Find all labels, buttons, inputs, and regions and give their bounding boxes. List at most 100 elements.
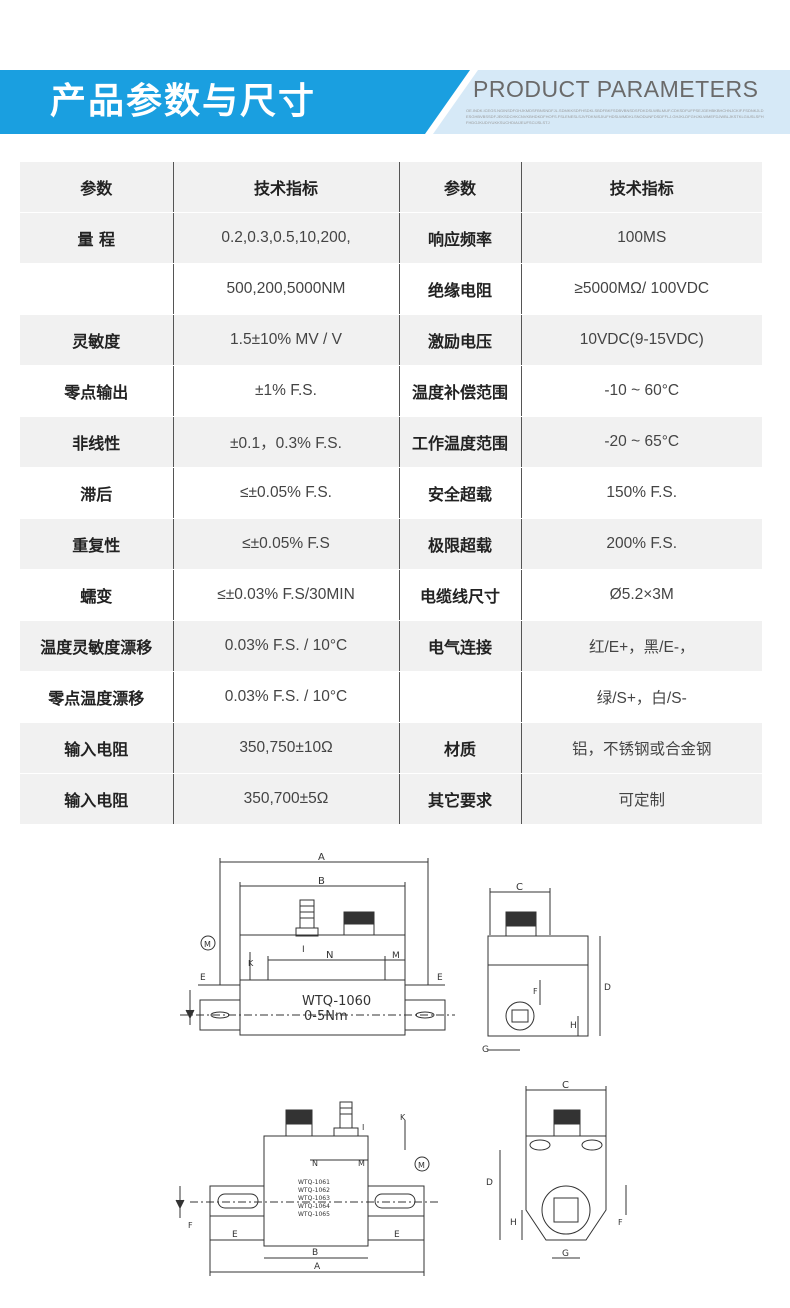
param-name	[20, 263, 173, 315]
side-dim-f: F	[533, 987, 538, 996]
param-name: 激励电压	[398, 314, 521, 366]
table-row: 灵敏度 1.5±10% MV / V 激励电压 10VDC(9-15VDC)	[20, 314, 762, 366]
dim2-label-i: I	[362, 1123, 364, 1132]
param-value: 0.03% F.S. / 10°C	[172, 671, 399, 723]
circle-m-label: M	[204, 940, 211, 949]
param-value: 350,750±10Ω	[172, 722, 399, 774]
model-name-2: WTQ-1062	[298, 1187, 330, 1194]
model-label-line2: 0-5Nm	[304, 1009, 348, 1024]
param-name: 绝缘电阻	[398, 263, 521, 315]
dim2-label-e-left: E	[232, 1230, 238, 1240]
dim-label-k: K	[248, 959, 254, 968]
dim-label-b: B	[318, 876, 325, 887]
dim2-label-m: M	[358, 1159, 365, 1168]
param-value: 可定制	[520, 773, 762, 825]
param-name: 蠕变	[20, 569, 173, 621]
dimension-drawings: A B	[0, 840, 790, 1304]
table-row: 输入电阻 350,750±10Ω 材质 铝，不锈钢或合金钢	[20, 722, 762, 774]
param-name: 灵敏度	[20, 314, 173, 366]
param-name: 材质	[398, 722, 521, 774]
param-value: 100MS	[520, 212, 762, 264]
param-value: ±1% F.S.	[172, 365, 399, 417]
dim-label-n: N	[326, 950, 333, 961]
param-value: 铝，不锈钢或合金钢	[520, 722, 762, 774]
param-value: ≤±0.05% F.S.	[172, 467, 399, 519]
param-name: 温度补偿范围	[398, 365, 521, 417]
param-value: 350,700±5Ω	[172, 773, 399, 825]
param-value: 0.03% F.S. / 10°C	[172, 620, 399, 672]
header-spec-1: 技术指标	[172, 162, 399, 213]
table-row: 重复性 ≤±0.05% F.S 极限超载 200% F.S.	[20, 518, 762, 570]
param-value: -10 ~ 60°C	[520, 365, 762, 417]
drawing-1-front-view: A B	[180, 852, 455, 1036]
dim2-label-k: K	[400, 1113, 406, 1122]
param-value: 绿/S+，白/S-	[520, 671, 762, 723]
side2-dim-c: C	[562, 1080, 569, 1091]
drawing-1-side-view: C D H F G	[482, 882, 611, 1055]
table-row: 量 程 0.2,0.3,0.5,10,200, 响应频率 100MS	[20, 212, 762, 264]
table-row: 滞后 ≤±0.05% F.S. 安全超载 150% F.S.	[20, 467, 762, 519]
param-name: 输入电阻	[20, 722, 173, 774]
param-value: 红/E+，黑/E-，	[520, 620, 762, 672]
side2-dim-h: H	[510, 1218, 517, 1228]
section-title-en: PRODUCT PARAMETERS	[473, 76, 759, 102]
dim-label-e-right: E	[437, 973, 443, 983]
circle2-m-label: M	[418, 1161, 425, 1170]
param-name: 其它要求	[398, 773, 521, 825]
param-value: 0.2,0.3,0.5,10,200,	[172, 212, 399, 264]
param-name: 极限超载	[398, 518, 521, 570]
header-spec-2: 技术指标	[520, 162, 762, 213]
model-name-5: WTQ-1065	[298, 1211, 330, 1218]
section-subtitle-fine-print: OE.INDK.ICEGS.NGINSDFGHJKMDSFBNSNDFJL.SD…	[466, 108, 764, 125]
model-name-3: WTQ-1063	[298, 1195, 330, 1202]
side-dim-g: G	[482, 1045, 489, 1055]
dim-label-e-left: E	[200, 973, 206, 983]
parameters-table: 参数 技术指标 参数 技术指标 量 程 0.2,0.3,0.5,10,200, …	[20, 162, 762, 825]
dim2-label-b: B	[312, 1248, 318, 1258]
table-row: 500,200,5000NM 绝缘电阻 ≥5000MΩ/ 100VDC	[20, 263, 762, 315]
section-title: 产品参数与尺寸	[50, 81, 317, 122]
param-value: 500,200,5000NM	[172, 263, 399, 315]
dim-label-m: M	[392, 951, 400, 961]
table-row: 蠕变 ≤±0.03% F.S/30MIN 电缆线尺寸 Ø5.2×3M	[20, 569, 762, 621]
table-row: 非线性 ±0.1，0.3% F.S. 工作温度范围 -20 ~ 65°C	[20, 416, 762, 468]
header-param-2: 参数	[398, 162, 521, 213]
model-name-4: WTQ-1064	[298, 1203, 330, 1210]
param-value: Ø5.2×3M	[520, 569, 762, 621]
model-label-line1: WTQ-1060	[302, 994, 371, 1009]
model-name-1: WTQ-1061	[298, 1179, 330, 1186]
dim-label-a: A	[318, 852, 325, 863]
param-name: 电缆线尺寸	[398, 569, 521, 621]
table-header-row: 参数 技术指标 参数 技术指标	[20, 162, 762, 213]
dim2-label-f: F	[188, 1221, 193, 1230]
dim2-label-a: A	[314, 1262, 321, 1272]
param-value: -20 ~ 65°C	[520, 416, 762, 468]
param-value: ≤±0.05% F.S	[172, 518, 399, 570]
param-name: 温度灵敏度漂移	[20, 620, 173, 672]
section-header-banner: 产品参数与尺寸 PRODUCT PARAMETERS OE.INDK.ICEGS…	[0, 70, 790, 134]
param-name: 响应频率	[398, 212, 521, 264]
table-row: 输入电阻 350,700±5Ω 其它要求 可定制	[20, 773, 762, 825]
side2-dim-f: F	[618, 1218, 623, 1227]
param-value: 10VDC(9-15VDC)	[520, 314, 762, 366]
param-name: 零点温度漂移	[20, 671, 173, 723]
side2-dim-g: G	[562, 1249, 569, 1259]
banner-shape	[0, 70, 790, 134]
param-value: ±0.1，0.3% F.S.	[172, 416, 399, 468]
param-name: 量 程	[20, 212, 173, 264]
side-dim-d: D	[604, 983, 611, 993]
param-value: ≥5000MΩ/ 100VDC	[520, 263, 762, 315]
dim2-label-e-right: E	[394, 1230, 400, 1240]
drawing-2-side-view: C D H F G	[486, 1080, 627, 1259]
param-name: 零点输出	[20, 365, 173, 417]
table-row: 温度灵敏度漂移 0.03% F.S. / 10°C 电气连接 红/E+，黑/E-…	[20, 620, 762, 672]
header-param-1: 参数	[20, 162, 173, 213]
table-row: 零点温度漂移 0.03% F.S. / 10°C 绿/S+，白/S-	[20, 671, 762, 723]
param-name: 重复性	[20, 518, 173, 570]
param-name: 非线性	[20, 416, 173, 468]
param-name: 工作温度范围	[398, 416, 521, 468]
dim-label-i: I	[302, 945, 305, 955]
side-dim-h: H	[570, 1021, 577, 1031]
param-name: 滞后	[20, 467, 173, 519]
param-name: 输入电阻	[20, 773, 173, 825]
